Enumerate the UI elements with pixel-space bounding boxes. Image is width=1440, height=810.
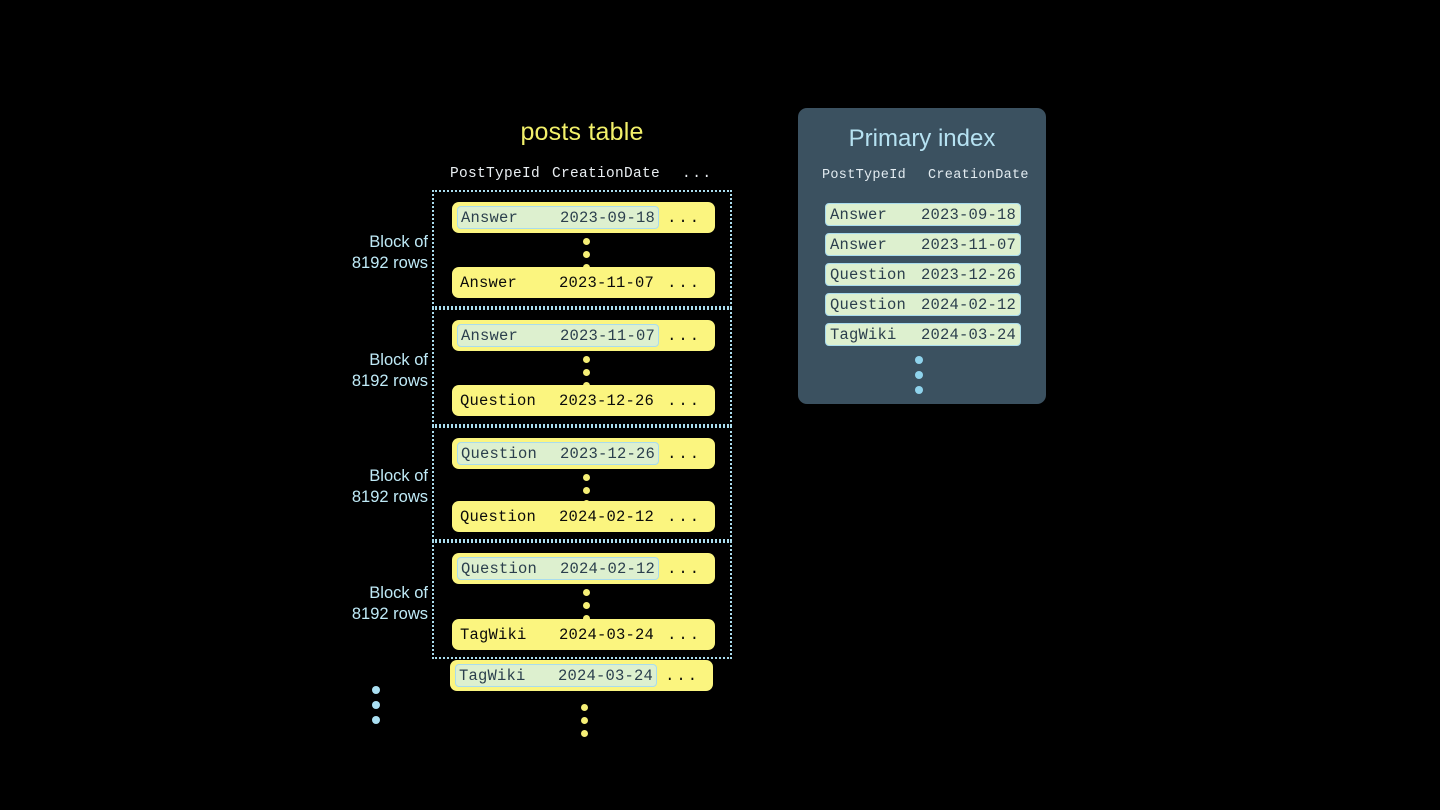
dot bbox=[583, 474, 590, 481]
dot bbox=[915, 371, 923, 379]
primary-index-title: Primary index bbox=[848, 125, 996, 152]
dot bbox=[583, 238, 590, 245]
row-key-cells: Question 2023-12-26 bbox=[457, 389, 657, 412]
table-row: TagWiki 2024-03-24 ... bbox=[452, 619, 715, 650]
index-cell-posttypeid: Question bbox=[830, 265, 907, 284]
dot bbox=[581, 704, 588, 711]
block-label-3: Block of 8192 rows bbox=[351, 584, 428, 623]
index-cell-creationdate: 2023-12-26 bbox=[920, 265, 1016, 284]
column-header-posttypeid: PostTypeId bbox=[450, 166, 541, 182]
dot bbox=[372, 701, 380, 709]
cell-posttypeid: Answer bbox=[461, 208, 519, 227]
table-row: Answer 2023-11-07 ... bbox=[452, 320, 715, 351]
dot bbox=[915, 386, 923, 394]
cell-posttypeid: TagWiki bbox=[460, 625, 527, 644]
cell-more: ... bbox=[667, 507, 701, 526]
cell-more: ... bbox=[665, 666, 699, 685]
dot bbox=[583, 251, 590, 258]
block-2: Block of 8192 rows Question 2023-12-26 .… bbox=[352, 426, 732, 541]
cell-creationdate: 2024-03-24 bbox=[557, 666, 653, 685]
index-cell-creationdate: 2023-11-07 bbox=[920, 235, 1016, 254]
cell-more: ... bbox=[667, 208, 701, 227]
index-cell-posttypeid: Question bbox=[830, 295, 907, 314]
row-key-cells: TagWiki 2024-03-24 bbox=[457, 623, 657, 646]
cell-more: ... bbox=[667, 625, 701, 644]
cell-creationdate: 2024-02-12 bbox=[559, 559, 655, 578]
table-tail-ellipsis-dots bbox=[581, 704, 588, 737]
index-cell-creationdate: 2024-02-12 bbox=[920, 295, 1016, 314]
block-label-2: Block of 8192 rows bbox=[351, 467, 428, 506]
block-label-0: Block of 8192 rows bbox=[351, 233, 428, 272]
cell-posttypeid: Question bbox=[460, 507, 537, 526]
row-key-cells: Question 2024-02-12 bbox=[457, 505, 657, 528]
dot bbox=[583, 602, 590, 609]
dot bbox=[583, 356, 590, 363]
column-header-ellipsis: ... bbox=[682, 166, 713, 182]
cell-creationdate: 2023-12-26 bbox=[559, 444, 655, 463]
cell-creationdate: 2023-11-07 bbox=[558, 273, 654, 292]
row-key-cells: TagWiki 2024-03-24 bbox=[455, 664, 657, 687]
cell-posttypeid: Question bbox=[461, 444, 538, 463]
primary-index-panel: Primary index PostTypeId CreationDate An… bbox=[798, 108, 1046, 404]
dot bbox=[583, 487, 590, 494]
index-row: Question 2024-02-12 bbox=[825, 293, 1021, 316]
index-row: Question 2023-12-26 bbox=[825, 263, 1021, 286]
dot bbox=[581, 717, 588, 724]
index-row: TagWiki 2024-03-24 bbox=[825, 323, 1021, 346]
dot bbox=[583, 615, 590, 622]
index-column-header-posttypeid: PostTypeId bbox=[822, 168, 907, 183]
column-header-creationdate: CreationDate bbox=[552, 166, 661, 182]
block-1: Block of 8192 rows Answer 2023-11-07 ...… bbox=[352, 308, 732, 426]
cell-more: ... bbox=[667, 273, 701, 292]
row-key-cells: Answer 2023-09-18 bbox=[457, 206, 659, 229]
index-row: Answer 2023-11-07 bbox=[825, 233, 1021, 256]
index-cell-creationdate: 2023-09-18 bbox=[920, 205, 1016, 224]
dot bbox=[915, 356, 923, 364]
table-row: Question 2024-02-12 ... bbox=[452, 501, 715, 532]
cell-posttypeid: Answer bbox=[461, 326, 519, 345]
dot bbox=[581, 730, 588, 737]
posts-table-title: posts table bbox=[520, 118, 644, 146]
table-row: Question 2023-12-26 ... bbox=[452, 385, 715, 416]
table-row: Question 2023-12-26 ... bbox=[452, 438, 715, 469]
index-cell-creationdate: 2024-03-24 bbox=[920, 325, 1016, 344]
dot bbox=[583, 369, 590, 376]
index-column-header-creationdate: CreationDate bbox=[928, 168, 1029, 183]
cell-more: ... bbox=[667, 559, 701, 578]
cell-more: ... bbox=[667, 391, 701, 410]
block-3: Block of 8192 rows Question 2024-02-12 .… bbox=[352, 541, 732, 659]
table-row: Question 2024-02-12 ... bbox=[452, 553, 715, 584]
primary-index-rows: Answer 2023-09-18 Answer 2023-11-07 Ques… bbox=[825, 203, 1021, 353]
cell-posttypeid: Question bbox=[460, 391, 537, 410]
row-key-cells: Answer 2023-11-07 bbox=[457, 324, 659, 347]
row-key-cells: Answer 2023-11-07 bbox=[457, 271, 657, 294]
block-0: Block of 8192 rows Answer 2023-09-18 ...… bbox=[352, 190, 732, 308]
blocks-continuation-ellipsis-dots bbox=[372, 686, 380, 724]
cell-more: ... bbox=[667, 326, 701, 345]
cell-creationdate: 2023-12-26 bbox=[558, 391, 654, 410]
cell-creationdate: 2024-03-24 bbox=[558, 625, 654, 644]
block-label-1: Block of 8192 rows bbox=[351, 351, 428, 390]
row-key-cells: Question 2023-12-26 bbox=[457, 442, 659, 465]
row-key-cells: Question 2024-02-12 bbox=[457, 557, 659, 580]
index-row: Answer 2023-09-18 bbox=[825, 203, 1021, 226]
row-ellipsis-dots bbox=[583, 589, 590, 622]
dot bbox=[372, 716, 380, 724]
index-cell-posttypeid: Answer bbox=[830, 205, 888, 224]
dot bbox=[583, 589, 590, 596]
index-cell-posttypeid: Answer bbox=[830, 235, 888, 254]
table-row: Answer 2023-09-18 ... bbox=[452, 202, 715, 233]
cell-creationdate: 2024-02-12 bbox=[558, 507, 654, 526]
index-cell-posttypeid: TagWiki bbox=[830, 325, 897, 344]
table-row: Answer 2023-11-07 ... bbox=[452, 267, 715, 298]
primary-index-ellipsis-dots bbox=[915, 356, 923, 394]
table-row-tail: TagWiki 2024-03-24 ... bbox=[450, 660, 713, 691]
cell-posttypeid: Answer bbox=[460, 273, 518, 292]
cell-creationdate: 2023-11-07 bbox=[559, 326, 655, 345]
dot bbox=[372, 686, 380, 694]
cell-posttypeid: Question bbox=[461, 559, 538, 578]
cell-posttypeid: TagWiki bbox=[459, 666, 526, 685]
cell-creationdate: 2023-09-18 bbox=[559, 208, 655, 227]
cell-more: ... bbox=[667, 444, 701, 463]
